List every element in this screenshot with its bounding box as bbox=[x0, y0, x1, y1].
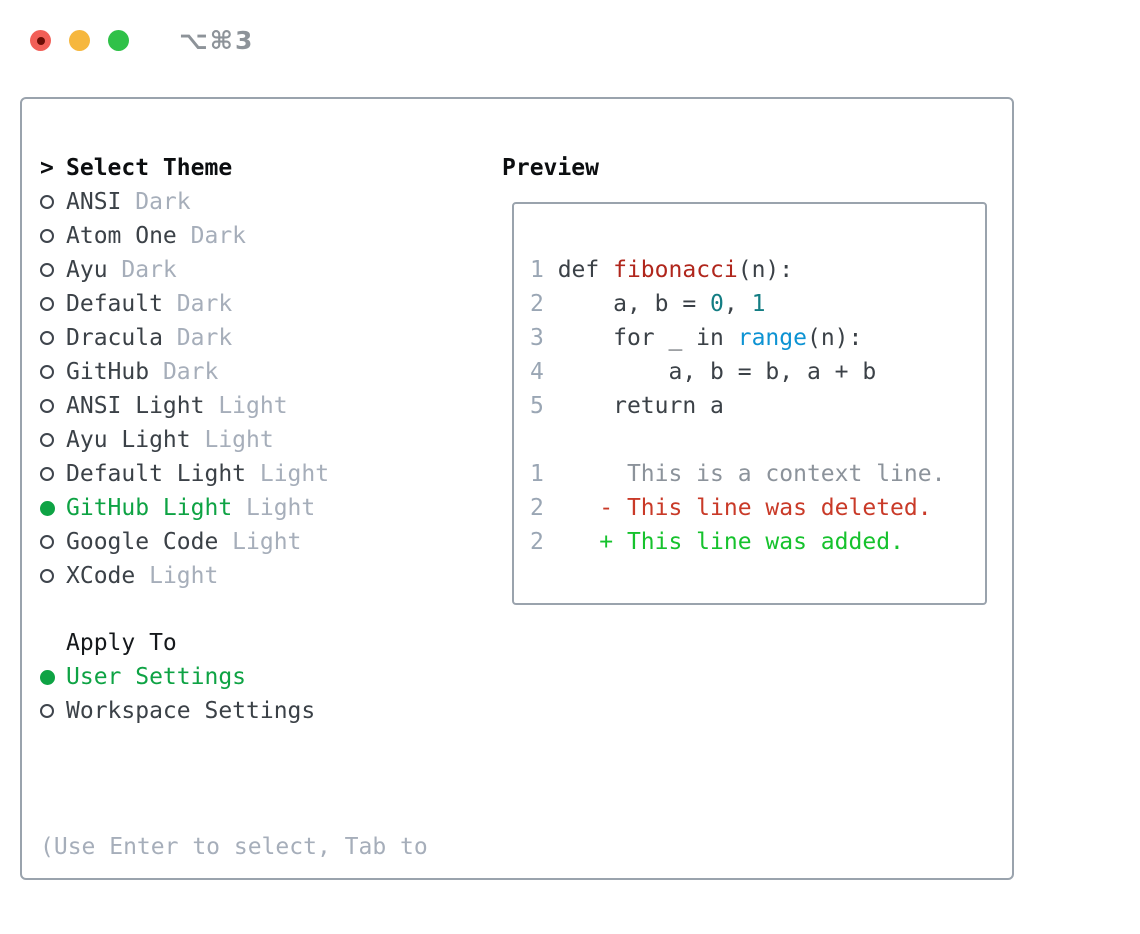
theme-variant-tag: Dark bbox=[176, 325, 233, 351]
theme-option-label: Dracula bbox=[66, 325, 163, 351]
theme-list-header-row: > Select Theme bbox=[40, 151, 329, 185]
hint-text: (Use Enter to select, Tab to change focu… bbox=[40, 762, 428, 934]
theme-variant-tag: Light bbox=[204, 427, 274, 453]
apply-option-workspace-settings[interactable]: Workspace Settings bbox=[40, 694, 315, 728]
theme-variant-tag: Light bbox=[218, 393, 288, 419]
theme-variant-tag: Light bbox=[149, 563, 219, 589]
theme-variant-tag: Dark bbox=[121, 257, 177, 283]
code-line: 5 return a bbox=[530, 393, 724, 419]
code-line: 4 a, b = b, a + b bbox=[530, 359, 877, 385]
theme-option-default-light[interactable]: Default Light Light bbox=[40, 457, 329, 491]
radio-icon bbox=[40, 569, 66, 583]
apply-option-user-settings[interactable]: User Settings bbox=[40, 660, 315, 694]
theme-variant-tag: Dark bbox=[135, 189, 191, 215]
radio-selected-icon bbox=[40, 669, 66, 685]
focus-chevron-icon: > bbox=[40, 155, 54, 181]
radio-icon bbox=[40, 297, 66, 311]
theme-option-label: Ayu Light bbox=[66, 427, 191, 453]
radio-icon bbox=[40, 467, 66, 481]
apply-to-header-row: Apply To bbox=[40, 626, 315, 660]
radio-icon bbox=[40, 195, 66, 209]
radio-icon bbox=[40, 331, 66, 345]
radio-icon bbox=[40, 263, 66, 277]
theme-variant-tag: Light bbox=[259, 461, 330, 487]
preview-box: 1 def fibonacci(n): 2 a, b = 0, 1 3 for _ … bbox=[512, 202, 987, 605]
code-line: 2 - This line was deleted. bbox=[530, 495, 932, 521]
code-line: 1 This is a context line. bbox=[530, 461, 946, 487]
radio-selected-icon bbox=[40, 500, 66, 516]
theme-option-ayu-light[interactable]: Ayu Light Light bbox=[40, 423, 329, 457]
theme-option-label: XCode bbox=[66, 563, 136, 589]
theme-option-ansi-light[interactable]: ANSI Light Light bbox=[40, 389, 329, 423]
theme-option-github[interactable]: GitHub Dark bbox=[40, 355, 329, 389]
theme-option-google-code[interactable]: Google Code Light bbox=[40, 525, 329, 559]
code-line: 2 + This line was added. bbox=[530, 529, 904, 555]
radio-icon bbox=[40, 704, 66, 718]
code-line: 1 def fibonacci(n): bbox=[530, 257, 794, 283]
maximize-button[interactable] bbox=[108, 30, 129, 51]
window-title-shortcut: ⌥⌘3 bbox=[179, 26, 255, 55]
theme-option-label: Ayu bbox=[66, 257, 108, 283]
apply-to-title: Apply To bbox=[66, 630, 177, 656]
theme-variant-tag: Dark bbox=[162, 359, 219, 385]
preview-code: 1 def fibonacci(n): 2 a, b = 0, 1 3 for _ … bbox=[530, 253, 985, 559]
theme-option-label: GitHub bbox=[66, 359, 150, 385]
theme-option-ansi[interactable]: ANSI Dark bbox=[40, 185, 329, 219]
theme-option-label: ANSI Light bbox=[66, 393, 205, 419]
theme-option-label: GitHub Light bbox=[66, 495, 233, 521]
hint-line-1: (Use Enter to select, Tab to bbox=[40, 834, 428, 860]
code-line: 2 a, b = 0, 1 bbox=[530, 291, 766, 317]
theme-option-label: ANSI bbox=[66, 189, 122, 215]
window-titlebar: ⌥⌘3 bbox=[30, 26, 254, 55]
radio-icon bbox=[40, 399, 66, 413]
apply-option-label: Workspace Settings bbox=[66, 698, 316, 724]
theme-option-dracula[interactable]: Dracula Dark bbox=[40, 321, 329, 355]
apply-option-label: User Settings bbox=[66, 664, 247, 690]
theme-option-ayu[interactable]: Ayu Dark bbox=[40, 253, 329, 287]
code-line bbox=[530, 423, 985, 457]
close-button[interactable] bbox=[30, 30, 51, 51]
radio-icon bbox=[40, 229, 66, 243]
theme-option-github-light[interactable]: GitHub Light Light bbox=[40, 491, 329, 525]
close-dot-icon bbox=[36, 36, 45, 45]
theme-option-label: Default bbox=[66, 291, 163, 317]
preview-title: Preview bbox=[502, 155, 599, 181]
radio-icon bbox=[40, 535, 66, 549]
theme-variant-tag: Dark bbox=[190, 223, 247, 249]
theme-option-label: Atom One bbox=[66, 223, 177, 249]
theme-option-atom-one[interactable]: Atom One Dark bbox=[40, 219, 329, 253]
radio-icon bbox=[40, 365, 66, 379]
theme-option-label: Default Light bbox=[66, 461, 247, 487]
theme-variant-tag: Light bbox=[232, 529, 302, 555]
theme-variant-tag: Dark bbox=[176, 291, 233, 317]
theme-option-xcode[interactable]: XCode Light bbox=[40, 559, 329, 593]
theme-option-label: Google Code bbox=[66, 529, 219, 555]
code-line: 3 for _ in range(n): bbox=[530, 325, 863, 351]
theme-variant-tag: Light bbox=[246, 495, 316, 521]
theme-list-title: Select Theme bbox=[66, 155, 233, 181]
theme-option-default[interactable]: Default Dark bbox=[40, 287, 329, 321]
minimize-button[interactable] bbox=[69, 30, 90, 51]
radio-icon bbox=[40, 433, 66, 447]
